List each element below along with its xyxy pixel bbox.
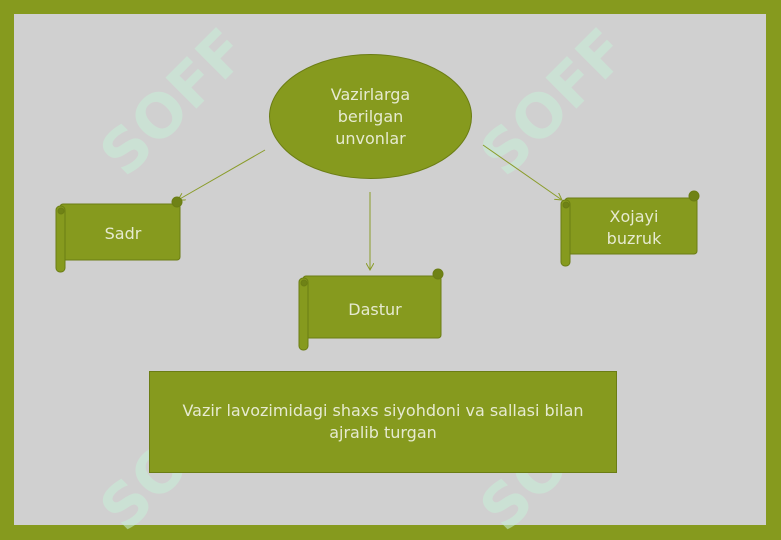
arrow-to-sadr: [178, 149, 266, 200]
center-node-label: Vazirlarga berilgan unvonlar: [330, 84, 411, 148]
center-node: Vazirlarga berilgan unvonlar: [269, 54, 472, 179]
branch-node-sadr: Sadr: [55, 196, 183, 273]
note-box-label: Vazir lavozimidagi shaxs siyohdoni va sa…: [182, 401, 584, 442]
branch-node-xojayi-buzruk: Xojayi buzruk: [560, 190, 700, 267]
note-box: Vazir lavozimidagi shaxs siyohdoni va sa…: [149, 371, 617, 473]
branch-node-label: Dastur: [348, 300, 402, 319]
branch-node-label: Xojayi buzruk: [606, 207, 662, 248]
branch-node-dastur: Dastur: [298, 268, 444, 351]
arrow-to-xojayi-buzruk: [482, 144, 562, 200]
branch-node-label: Sadr: [104, 224, 142, 243]
scroll-shape: [298, 268, 444, 351]
scroll-shape: [560, 190, 700, 267]
scroll-shape: [55, 196, 183, 273]
